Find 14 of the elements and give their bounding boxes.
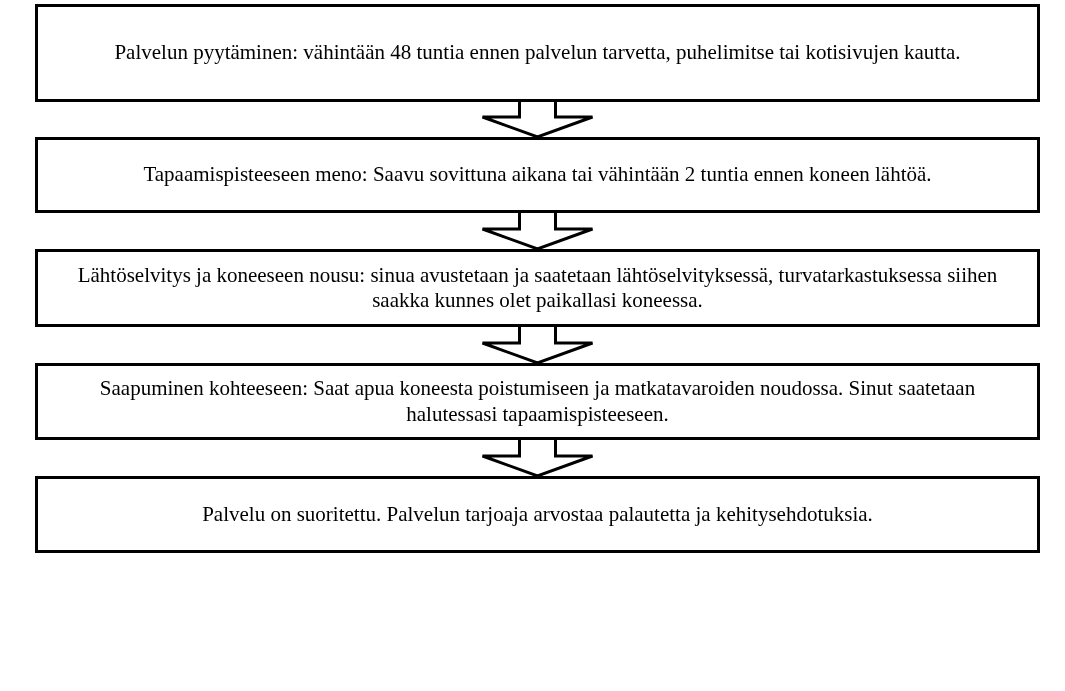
block-arrow xyxy=(481,325,594,365)
process-box xyxy=(35,476,1040,553)
step-text: Tapaamispisteeseen meno: Saavu sovittuna aikana tai vähintään 2 tuntia ennen koneen lähtöä. xyxy=(143,162,932,188)
step-text: Lähtöselvitys ja koneeseen nousu: sinua avustetaan ja saatetaan lähtöselvityksessä, turvatarkastuksessa siihen saakka kunnes olet paikallasi koneessa. xyxy=(76,262,999,314)
process-box xyxy=(35,4,1040,102)
process-box xyxy=(35,363,1040,440)
step-text: Saapuminen kohteeseen: Saat apua koneesta poistumiseen ja matkatavaroiden noudossa. Sinut saatetaan halutessasi tapaamispisteeseen. xyxy=(98,376,977,427)
step-text: Palvelun pyytäminen: vähintään 48 tuntia ennen palvelun tarvetta, puhelimitse tai kotisivujen kautta. xyxy=(114,40,961,66)
block-arrow xyxy=(481,211,594,251)
process-box xyxy=(35,249,1040,327)
block-arrow xyxy=(481,100,594,139)
step-text: Palvelu on suoritettu. Palvelun tarjoaja arvostaa palautetta ja kehitysehdotuksia. xyxy=(202,501,873,528)
process-box xyxy=(35,137,1040,213)
block-arrow xyxy=(481,438,594,478)
